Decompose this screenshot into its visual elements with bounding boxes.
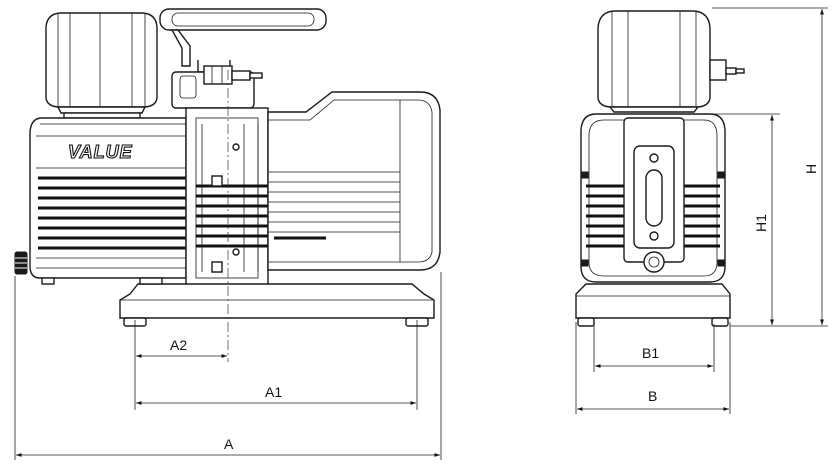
- intake-valve: [171, 65, 263, 109]
- dim-h-label: H: [803, 164, 819, 174]
- brand-logo: VALUE: [68, 142, 133, 162]
- dim-a2-label: A2: [170, 337, 187, 353]
- dim-b1-label: B1: [642, 345, 659, 361]
- dim-h1-label: H1: [753, 214, 769, 232]
- front-body: [580, 113, 726, 283]
- carry-handle: [159, 8, 327, 73]
- dim-a1-label: A1: [265, 384, 282, 400]
- dimension-lines: A2 A1 A B1 B H1 H: [14, 7, 828, 460]
- motor: [267, 91, 441, 271]
- dim-b-label: B: [648, 388, 657, 404]
- dim-a-label: A: [224, 436, 234, 452]
- oil-cap: [45, 12, 158, 119]
- front-oil-cap: [597, 10, 745, 113]
- side-view: VALUE: [14, 8, 441, 362]
- base-plate: [119, 277, 435, 327]
- front-view: [575, 10, 745, 327]
- pump-housing: VALUE: [14, 117, 187, 285]
- front-base: [575, 283, 731, 327]
- center-frame: [185, 107, 269, 287]
